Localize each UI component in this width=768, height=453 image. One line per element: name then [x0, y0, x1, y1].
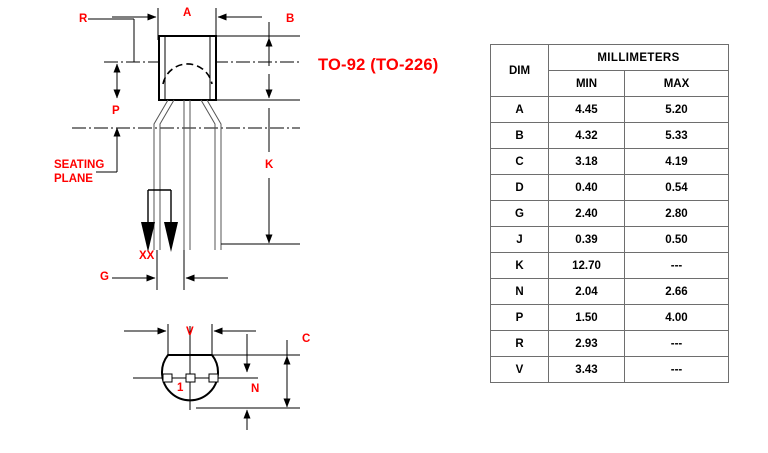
table-cell-max: 4.00: [624, 304, 729, 331]
table-cell-max: 0.50: [624, 226, 729, 253]
dim-label-k: K: [265, 159, 274, 171]
lead-left-inner: [159, 99, 175, 250]
table-cell-min: 1.50: [548, 304, 625, 331]
bottom-view-lead-1: [162, 373, 173, 383]
table-cell-dim: B: [490, 122, 549, 149]
page-title: TO-92 (TO-226): [318, 56, 439, 74]
dim-label-b: B: [286, 13, 295, 25]
table-cell-dim: P: [490, 304, 549, 331]
bottom-view-lead-2: [185, 373, 196, 383]
table-cell-max: 4.19: [624, 148, 729, 175]
lead-left-outer: [153, 99, 169, 250]
bottom-view-lead-3: [208, 373, 219, 383]
table-cell-dim: J: [490, 226, 549, 253]
pin-one-label: 1: [177, 382, 184, 394]
table-cell-max: 5.20: [624, 96, 729, 123]
dim-label-c: C: [302, 333, 311, 345]
table-cell-min: 12.70: [548, 252, 625, 279]
table-header-units: MILLIMETERS: [548, 44, 729, 71]
table-header-dim: DIM: [490, 44, 549, 97]
table-cell-max: 0.54: [624, 174, 729, 201]
dim-label-g: G: [100, 271, 109, 283]
table-cell-dim: K: [490, 252, 549, 279]
dim-label-v: V: [186, 326, 194, 338]
lead-right-inner: [200, 99, 216, 250]
drawing-canvas: R A B P K G V C N XX 1 SEATING PLANE: [54, 7, 311, 430]
xx-arrow-left: [141, 222, 155, 252]
table-cell-min: 2.04: [548, 278, 625, 305]
dim-label-n: N: [251, 383, 260, 395]
seating-plane-label: SEATING PLANE: [54, 159, 105, 186]
table-cell-dim: D: [490, 174, 549, 201]
table-cell-dim: C: [490, 148, 549, 175]
lead-right-outer: [206, 99, 222, 250]
table-cell-dim: N: [490, 278, 549, 305]
dim-label-p: P: [112, 105, 120, 117]
table-cell-min: 0.40: [548, 174, 625, 201]
dim-label-r: R: [79, 13, 88, 25]
table-cell-max: 5.33: [624, 122, 729, 149]
xx-arrow-right: [164, 222, 178, 252]
table-cell-max: 2.80: [624, 200, 729, 227]
table-cell-max: ---: [624, 330, 729, 357]
package-body-outline: [158, 35, 217, 101]
table-cell-min: 2.93: [548, 330, 625, 357]
table-header-max: MAX: [624, 70, 729, 97]
to92-outline-svg: [72, 8, 300, 430]
table-cell-min: 3.18: [548, 148, 625, 175]
table-cell-min: 2.40: [548, 200, 625, 227]
table-cell-dim: V: [490, 356, 549, 383]
table-cell-max: ---: [624, 252, 729, 279]
hidden-dome-arc: [162, 63, 213, 85]
front-view-group: [72, 8, 300, 290]
table-cell-max: 2.66: [624, 278, 729, 305]
bottom-view-group: [124, 324, 300, 430]
table-header-row-units: DIM MILLIMETERS: [490, 44, 729, 97]
table-cell-min: 4.45: [548, 96, 625, 123]
dim-label-a: A: [183, 7, 192, 19]
table-header-min: MIN: [548, 70, 625, 97]
dim-label-xx: XX: [139, 250, 155, 262]
table-cell-min: 0.39: [548, 226, 625, 253]
table-cell-min: 3.43: [548, 356, 625, 383]
table-cell-dim: A: [490, 96, 549, 123]
table-cell-dim: R: [490, 330, 549, 357]
table-cell-dim: G: [490, 200, 549, 227]
table-cell-max: ---: [624, 356, 729, 383]
table-cell-min: 4.32: [548, 122, 625, 149]
